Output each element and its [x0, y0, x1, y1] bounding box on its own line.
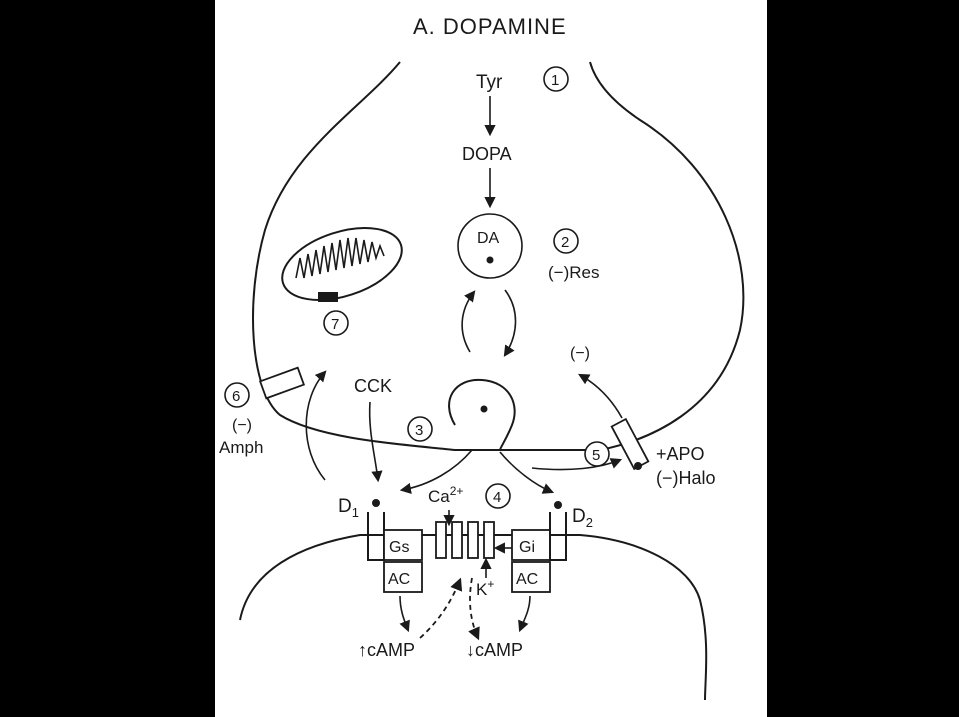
diffusion-arrow-d1 [399, 449, 473, 494]
cck-label: CCK [354, 376, 392, 396]
presynaptic-membrane [252, 61, 745, 451]
exocytosis-vesicle [448, 378, 516, 451]
mitochondrion [281, 227, 403, 302]
camp-to-channel-dashed [419, 577, 463, 639]
d2-ligand [554, 501, 562, 509]
d2-receptor [549, 512, 567, 561]
potassium-label: K+ [476, 577, 494, 599]
camp-down-arrow [518, 595, 531, 633]
gs-protein [383, 529, 423, 561]
svg-text:6: 6 [232, 388, 240, 405]
postsynaptic-membrane [239, 534, 708, 701]
reuptake-arrow [305, 370, 327, 481]
step-marker-2: 2 [553, 228, 579, 254]
d2-label: D2 [572, 506, 593, 530]
autoreceptor-feedback-arrow [578, 373, 623, 419]
tyr-label: Tyr [476, 72, 503, 93]
diffusion-arrow-autoreceptor [531, 458, 623, 471]
svg-text:5: 5 [592, 447, 600, 464]
dopa-label: DOPA [462, 144, 512, 164]
vesicle-release-arrow [503, 289, 517, 357]
svg-text:3: 3 [415, 422, 423, 439]
ac-right-label: AC [516, 571, 538, 588]
diffusion-arrow-d2 [499, 451, 555, 494]
dopamine-vesicle [457, 213, 523, 279]
adenylate-cyclase-right [511, 561, 551, 593]
figure-title: A. DOPAMINE [413, 14, 567, 39]
step-marker-4: 4 [485, 483, 511, 509]
step-marker-6: 6 [224, 382, 250, 408]
dopamine-molecule [486, 256, 494, 264]
calcium-label: Ca2+ [428, 484, 463, 506]
cck-arrow [368, 401, 383, 483]
apomorphine-label: +APO [656, 444, 705, 464]
da-label: DA [477, 230, 500, 247]
haloperidol-label: (−)Halo [656, 468, 716, 488]
svg-text:2: 2 [561, 234, 569, 251]
mao-enzyme [318, 292, 338, 302]
autoreceptor-ligand [634, 462, 642, 470]
reserpine-label: (−)Res [548, 263, 599, 282]
svg-text:7: 7 [331, 316, 339, 333]
step-marker-3: 3 [407, 416, 433, 442]
autoreceptor-minus: (−) [570, 345, 590, 362]
step-marker-5: 5 [584, 441, 610, 467]
step-marker-7: 7 [323, 310, 349, 336]
dopamine-transporter [258, 366, 306, 400]
amphetamine-label: Amph [219, 438, 263, 457]
camp-decrease-label: ↓cAMP [466, 640, 523, 660]
amphetamine-minus: (−) [232, 417, 252, 434]
gi-label: Gi [519, 539, 535, 556]
released-dopamine [480, 405, 488, 413]
adenylate-cyclase-left [383, 561, 423, 593]
channel-to-camp-dashed [468, 577, 480, 641]
ac-left-label: AC [388, 571, 410, 588]
vesicle-recycle-arrow [461, 290, 476, 353]
camp-up-arrow [399, 595, 410, 633]
ion-channel [435, 521, 495, 559]
gi-protein [511, 529, 551, 561]
svg-text:1: 1 [551, 72, 559, 89]
gs-label: Gs [389, 539, 409, 556]
d1-ligand [372, 499, 380, 507]
d1-label: D1 [338, 496, 359, 520]
figure-panel [215, 0, 767, 717]
camp-increase-label: ↑cAMP [358, 640, 415, 660]
svg-text:4: 4 [493, 489, 501, 506]
step-marker-1: 1 [543, 66, 569, 92]
